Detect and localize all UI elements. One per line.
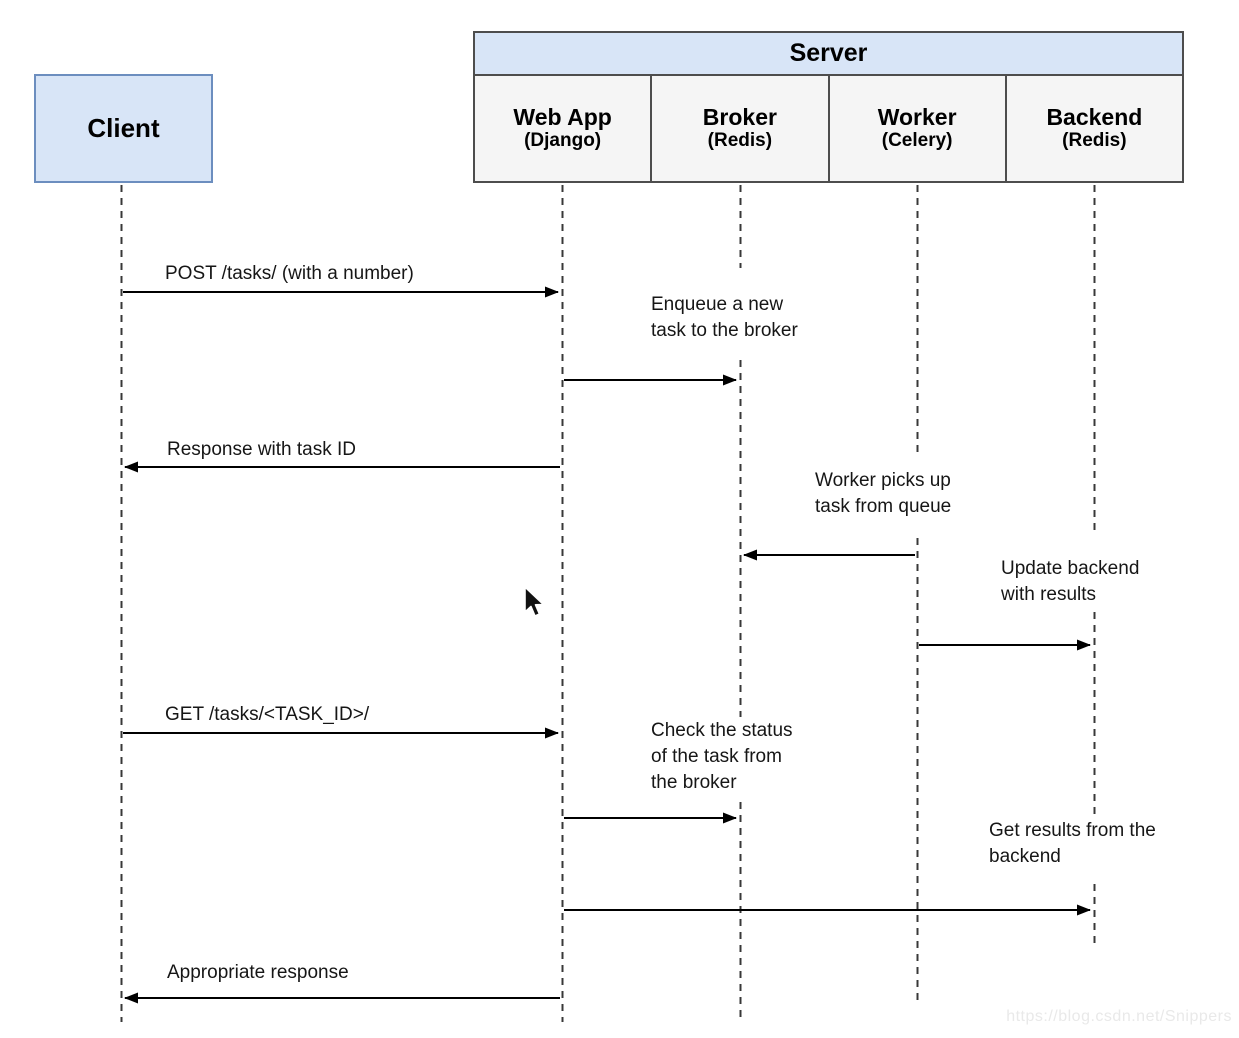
message-label-appropriate-response: Appropriate response (162, 959, 354, 988)
participant-worker-title: Worker (877, 103, 957, 130)
participant-broker-title: Broker (702, 103, 777, 130)
participant-backend-title: Backend (1046, 103, 1143, 130)
participant-webapp: Web App (Django) (475, 76, 653, 181)
message-label-worker-picks-up: Worker picks up task from queue (810, 467, 957, 522)
client-label: Client (87, 113, 160, 143)
client-participant-box: Client (34, 74, 213, 183)
watermark-text: https://blog.csdn.net/Snippers (1006, 1008, 1232, 1025)
message-label-enqueue-task: Enqueue a new task to the broker (646, 291, 803, 346)
message-label-check-status: Check the status of the task from the br… (646, 717, 798, 798)
participant-broker: Broker (Redis) (652, 76, 830, 181)
participant-backend-subtitle: (Redis) (1062, 130, 1127, 152)
message-label-get-tasks: GET /tasks/<TASK_ID>/ (160, 701, 375, 730)
mouse-cursor-icon (524, 586, 545, 617)
participant-worker: Worker (Celery) (829, 76, 1007, 181)
message-label-get-results: Get results from the backend (984, 817, 1161, 872)
message-label-update-backend: Update backend with results (996, 555, 1145, 610)
participant-webapp-subtitle: (Django) (524, 130, 602, 152)
participant-worker-subtitle: (Celery) (881, 130, 953, 152)
server-columns-row: Web App (Django) Broker (Redis) Worker (… (473, 74, 1184, 183)
message-label-response-task-id: Response with task ID (162, 436, 362, 465)
participant-broker-subtitle: (Redis) (707, 130, 773, 152)
participant-backend: Backend (Redis) (1006, 76, 1182, 181)
message-label-post-tasks: POST /tasks/ (with a number) (160, 260, 419, 289)
server-label: Server (789, 39, 868, 67)
participant-webapp-title: Web App (513, 103, 612, 130)
